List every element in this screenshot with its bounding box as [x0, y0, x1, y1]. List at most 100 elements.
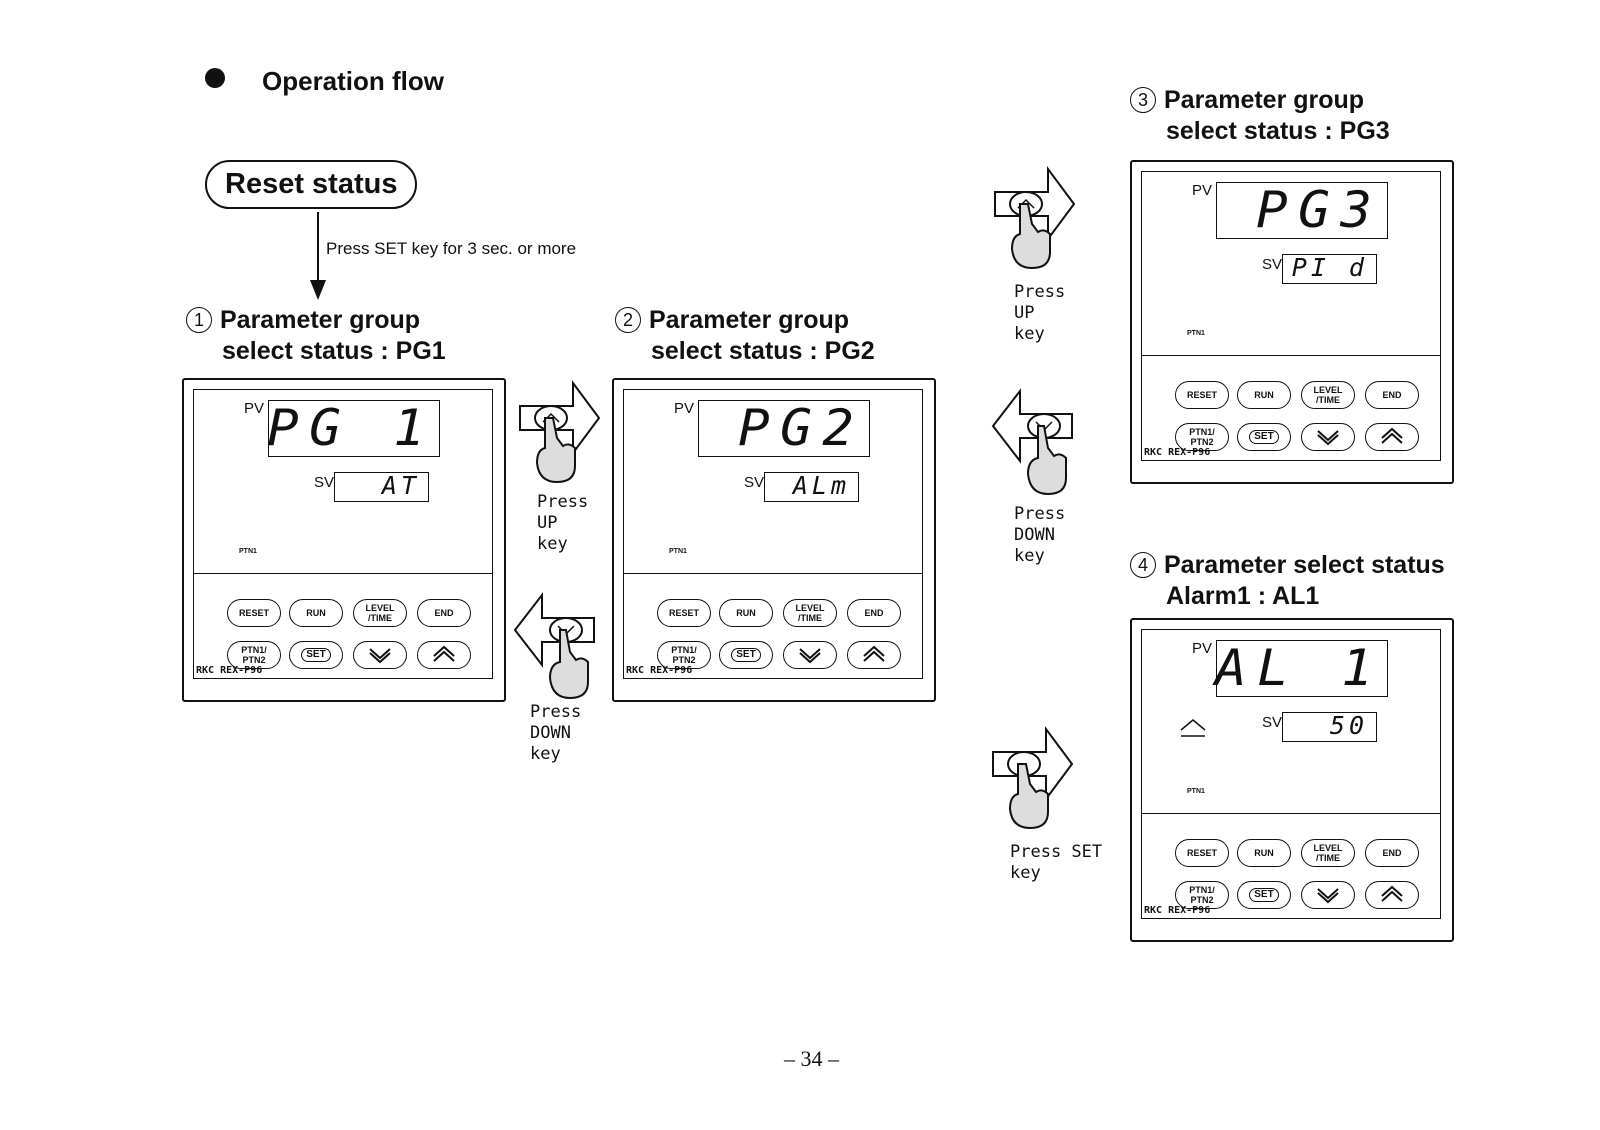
- ptn-indicator: PTN1: [1187, 788, 1205, 795]
- press-up-caption-1-line3: key: [537, 534, 568, 554]
- step-3-title-line1: Parameter group: [1164, 86, 1365, 114]
- model-label: RKC REX-P96: [196, 665, 263, 676]
- press-down-caption-2-line1: Press: [1014, 504, 1066, 524]
- run-key[interactable]: RUN: [1237, 381, 1291, 409]
- step-1-number: 1: [186, 307, 212, 333]
- reset-key[interactable]: RESET: [227, 599, 281, 627]
- pv-value: AL 1: [1214, 639, 1384, 697]
- end-key[interactable]: END: [847, 599, 901, 627]
- set-key[interactable]: SET: [719, 641, 773, 669]
- model-label: RKC REX-P96: [1144, 447, 1211, 458]
- pv-display: PG3: [1216, 181, 1388, 239]
- ptn2-label: PTN2: [672, 655, 696, 665]
- pv-label: PV: [1192, 640, 1213, 657]
- set-label: SET: [1249, 888, 1279, 902]
- chevron-down-icon: [1317, 888, 1339, 904]
- reset-key[interactable]: RESET: [657, 599, 711, 627]
- press-up-caption-1-line1: Press: [537, 492, 589, 512]
- sv-display: ALm: [764, 471, 859, 502]
- press-down-caption-2-line2: DOWN: [1014, 525, 1055, 545]
- time-label: /TIME: [368, 613, 392, 623]
- press-down-hand-icon: [991, 388, 1073, 496]
- ptn-key[interactable]: PTN1/PTN2: [227, 641, 281, 669]
- controller-pg2: PV PG2 SV ALm PTN1 RESET RUN LEVEL/TIME …: [612, 378, 936, 702]
- press-up-caption-2-line1: Press: [1014, 282, 1066, 302]
- ptn2-label: PTN2: [242, 655, 266, 665]
- run-key[interactable]: RUN: [719, 599, 773, 627]
- down-hold-key[interactable]: [1301, 423, 1355, 451]
- press-set-hand-icon: [992, 725, 1074, 830]
- down-arrow-icon: [310, 212, 326, 300]
- run-key[interactable]: RUN: [289, 599, 343, 627]
- chevron-up-icon: [433, 645, 455, 662]
- end-key[interactable]: END: [1365, 839, 1419, 867]
- pv-label: PV: [674, 400, 695, 417]
- sv-value: 50: [1329, 711, 1368, 740]
- press-set-caption-line1: Press SET: [1010, 842, 1103, 862]
- press-up-caption-1: Press UP key: [537, 492, 588, 555]
- pv-display: AL 1: [1214, 639, 1388, 697]
- reset-key[interactable]: RESET: [1175, 839, 1229, 867]
- ptn-indicator: PTN1: [1187, 330, 1205, 337]
- step-4-title-line1: Parameter select status: [1164, 551, 1445, 579]
- time-label: /TIME: [1316, 395, 1340, 405]
- ptn2-label: PTN2: [1190, 437, 1214, 447]
- reset-arrow-caption: Press SET key for 3 sec. or more: [326, 239, 577, 258]
- sv-label: SV: [744, 474, 765, 491]
- run-key[interactable]: RUN: [1237, 839, 1291, 867]
- controller-pg3: PV PG3 SV PI d PTN1 RESET RUN LEVEL/TIME…: [1130, 160, 1454, 484]
- set-key[interactable]: SET: [1237, 881, 1291, 909]
- level-time-key[interactable]: LEVEL/TIME: [1301, 839, 1355, 867]
- pv-display: PG 1: [267, 399, 440, 457]
- pv-display: PG2: [698, 399, 870, 457]
- chevron-up-icon: [1381, 427, 1403, 444]
- down-hold-key[interactable]: [1301, 881, 1355, 909]
- level-label: LEVEL: [365, 603, 395, 613]
- up-step-key[interactable]: [1365, 881, 1419, 909]
- end-key[interactable]: END: [1365, 381, 1419, 409]
- reset-key[interactable]: RESET: [1175, 381, 1229, 409]
- press-up-caption-2-line3: key: [1014, 324, 1045, 344]
- alarm-lamp-icon: [1180, 719, 1206, 737]
- press-down-caption-1-line1: Press: [530, 702, 582, 722]
- end-key[interactable]: END: [417, 599, 471, 627]
- up-step-key[interactable]: [1365, 423, 1419, 451]
- down-hold-key[interactable]: [353, 641, 407, 669]
- ptn1-label: PTN1/: [241, 645, 267, 655]
- press-up-caption-2: Press UP key: [1014, 282, 1065, 345]
- set-label: SET: [731, 648, 761, 662]
- page-number: – 34 –: [784, 1046, 839, 1071]
- set-key[interactable]: SET: [289, 641, 343, 669]
- press-up-caption-2-line2: UP: [1014, 303, 1035, 323]
- press-down-caption-2: Press DOWN key: [1014, 504, 1065, 567]
- step-2-number: 2: [615, 307, 641, 333]
- ptn1-label: PTN1/: [1189, 885, 1215, 895]
- press-down-hand-icon: [513, 592, 595, 700]
- press-up-hand-icon: [994, 165, 1076, 270]
- reset-status-pill: Reset status: [205, 160, 418, 209]
- level-time-key[interactable]: LEVEL/TIME: [1301, 381, 1355, 409]
- time-label: /TIME: [798, 613, 822, 623]
- ptn-key[interactable]: PTN1/PTN2: [1175, 423, 1229, 451]
- step-2-title-line2: select status : PG2: [651, 337, 875, 365]
- set-key[interactable]: SET: [1237, 423, 1291, 451]
- level-time-key[interactable]: LEVEL/TIME: [783, 599, 837, 627]
- up-step-key[interactable]: [417, 641, 471, 669]
- level-label: LEVEL: [1313, 385, 1343, 395]
- set-label: SET: [301, 648, 331, 662]
- press-down-caption-1: Press DOWN key: [530, 702, 581, 765]
- sv-value: AT: [381, 471, 420, 500]
- level-label: LEVEL: [1313, 843, 1343, 853]
- press-set-caption-line2: key: [1010, 863, 1041, 883]
- down-hold-key[interactable]: [783, 641, 837, 669]
- chevron-down-icon: [799, 648, 821, 664]
- ptn-key[interactable]: PTN1/PTN2: [657, 641, 711, 669]
- level-time-key[interactable]: LEVEL/TIME: [353, 599, 407, 627]
- controller-pg1: PV PG 1 SV AT PTN1 RESET RUN LEVEL/TIME …: [182, 378, 506, 702]
- ptn1-label: PTN1/: [1189, 427, 1215, 437]
- up-step-key[interactable]: [847, 641, 901, 669]
- step-1-title-line2: select status : PG1: [222, 337, 446, 365]
- ptn-key[interactable]: PTN1/PTN2: [1175, 881, 1229, 909]
